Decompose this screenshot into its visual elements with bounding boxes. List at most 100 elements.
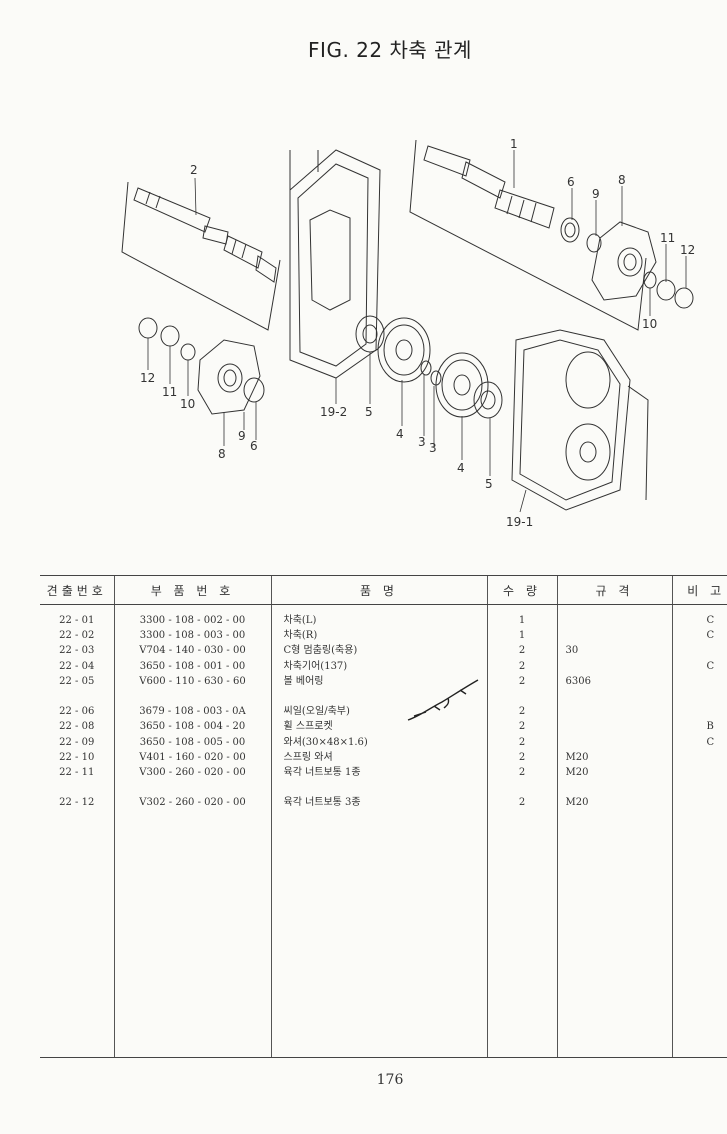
callout-19-2: 19-2 (320, 405, 347, 419)
shaft-left-bracket (121, 181, 281, 331)
cell-qty: 2 (518, 645, 526, 657)
cell-spec (566, 659, 672, 674)
column-name: 차축(L) 차축(R) C형 멈춤링(축용) 차축기어(137) 볼 베어링 씨… (270, 604, 487, 1058)
callout-12-left: 12 (140, 371, 155, 385)
callout-12: 12 (680, 243, 695, 257)
callout-5-b: 5 (485, 477, 493, 491)
callout-10-left: 10 (180, 397, 195, 411)
cell-spec (566, 613, 672, 628)
cell-name: 차축(L) (283, 615, 317, 626)
column-spec: 30 6306 M20 M20 M20 (556, 604, 672, 1058)
cell-note (707, 643, 727, 658)
cell-part-number: 3679 - 108 - 003 - 0A (139, 706, 246, 718)
handwritten-mark (407, 679, 479, 721)
gear-assembly-lower (430, 352, 503, 419)
gear-assembly-upper (355, 315, 432, 383)
cell-note (707, 765, 727, 780)
cell-spec (566, 735, 672, 750)
cell-part-number: V302 - 260 - 020 - 00 (139, 797, 246, 809)
cell-spec: M20 (565, 797, 589, 809)
callout-6: 6 (567, 175, 575, 189)
cell-note: B (706, 721, 714, 733)
cell-part-number (115, 689, 271, 704)
callout-10: 10 (642, 317, 657, 331)
callout-19-1: 19-1 (506, 515, 533, 529)
cell-note (707, 704, 727, 719)
column-note: C C C B C (671, 604, 727, 1058)
cell-name: 씨일(오일/축부) (283, 706, 350, 718)
cell-note (707, 674, 727, 689)
cell-name: 차축기어(137) (283, 660, 348, 672)
cell-note: C (706, 615, 715, 626)
column-no: 22 - 01 22 - 02 22 - 03 22 - 04 22 - 05 … (40, 604, 114, 1058)
cell-spec: M20 (565, 766, 589, 778)
cell-note: C (706, 660, 715, 672)
cell-name: 볼 베어링 (283, 675, 324, 687)
cell-no: 22 - 01 (59, 615, 95, 626)
cell-part-number (115, 780, 271, 795)
table-body: 22 - 01 22 - 02 22 - 03 22 - 04 22 - 05 … (40, 604, 727, 1058)
cell-spec (566, 689, 672, 704)
cell-no: 22 - 12 (59, 797, 95, 809)
cell-qty: 2 (518, 706, 526, 718)
cell-part-number: V401 - 160 - 020 - 00 (139, 751, 246, 763)
cell-part-number: 3650 - 108 - 001 - 00 (139, 660, 246, 672)
cell-spec: M20 (565, 751, 589, 763)
cell-note: C (706, 630, 715, 642)
callout-4: 4 (396, 427, 404, 441)
cell-name: 와셔(30×48×1.6) (283, 736, 368, 748)
cell-no: 22 - 02 (59, 630, 95, 642)
cell-name: C형 멈춤링(축용) (283, 645, 358, 657)
callout-9: 9 (592, 187, 600, 201)
left-hub-assembly (138, 317, 265, 415)
cell-note (707, 780, 727, 795)
header-spec: 규 격 (556, 575, 672, 605)
cell-name: 차축(R) (283, 630, 318, 642)
cell-note (707, 795, 727, 810)
cell-note: C (706, 736, 715, 748)
cell-part-number: V600 - 110 - 630 - 60 (139, 675, 246, 687)
cell-qty: 2 (518, 660, 526, 672)
callout-1: 1 (510, 137, 518, 151)
callout-8-left: 8 (218, 447, 226, 461)
cell-name: 육각 너트보통 3종 (283, 797, 361, 809)
cell-name (284, 780, 487, 795)
cell-part-number: 3300 - 108 - 003 - 00 (139, 630, 246, 642)
cell-no: 22 - 05 (59, 675, 95, 687)
callout-9-left: 9 (238, 429, 246, 443)
cell-no: 22 - 10 (59, 751, 95, 763)
callout-2: 2 (190, 163, 198, 177)
cell-qty: 2 (518, 766, 526, 778)
callout-11-left: 11 (162, 385, 177, 399)
callout-3: 3 (418, 435, 426, 449)
header-no: 견출번호 (40, 575, 114, 605)
exploded-axle-diagram: 2 1 6 9 8 11 12 10 12 11 10 8 9 6 19-2 5… (121, 137, 695, 529)
page-number: 176 (376, 1072, 404, 1088)
header-qty: 수 량 (486, 575, 557, 605)
cell-no: 22 - 06 (59, 706, 95, 718)
casing-left (289, 149, 381, 379)
cell-part-number: 3650 - 108 - 004 - 20 (139, 721, 246, 733)
cell-qty: 2 (518, 751, 526, 763)
column-qty: 1 1 2 2 2 2 2 2 2 2 2 (486, 604, 557, 1058)
cell-part-number: 3650 - 108 - 005 - 00 (139, 736, 246, 748)
cell-part-number: V300 - 260 - 020 - 00 (139, 766, 246, 778)
parts-table: 견출번호 부 품 번 호 품 명 수 량 규 격 비 고 22 - 01 22 … (40, 575, 727, 1060)
callout-6-left: 6 (250, 439, 258, 453)
cell-qty: 1 (518, 630, 526, 642)
cell-no: 22 - 09 (59, 736, 95, 748)
cell-part-number: V704 - 140 - 030 - 00 (139, 645, 246, 657)
cell-qty: 2 (518, 736, 526, 748)
shaft-left (133, 187, 277, 283)
callout-3-b: 3 (429, 441, 437, 455)
cell-no: 22 - 08 (59, 721, 95, 733)
callout-8: 8 (618, 173, 626, 187)
cell-name: 스프링 와셔 (283, 751, 333, 763)
cell-name: 육각 너트보통 1종 (283, 766, 361, 778)
shaft-right (423, 145, 555, 229)
callout-5: 5 (365, 405, 373, 419)
cell-qty: 2 (518, 797, 526, 809)
cell-note (707, 750, 727, 765)
cell-no (40, 780, 114, 795)
cell-no (40, 689, 114, 704)
